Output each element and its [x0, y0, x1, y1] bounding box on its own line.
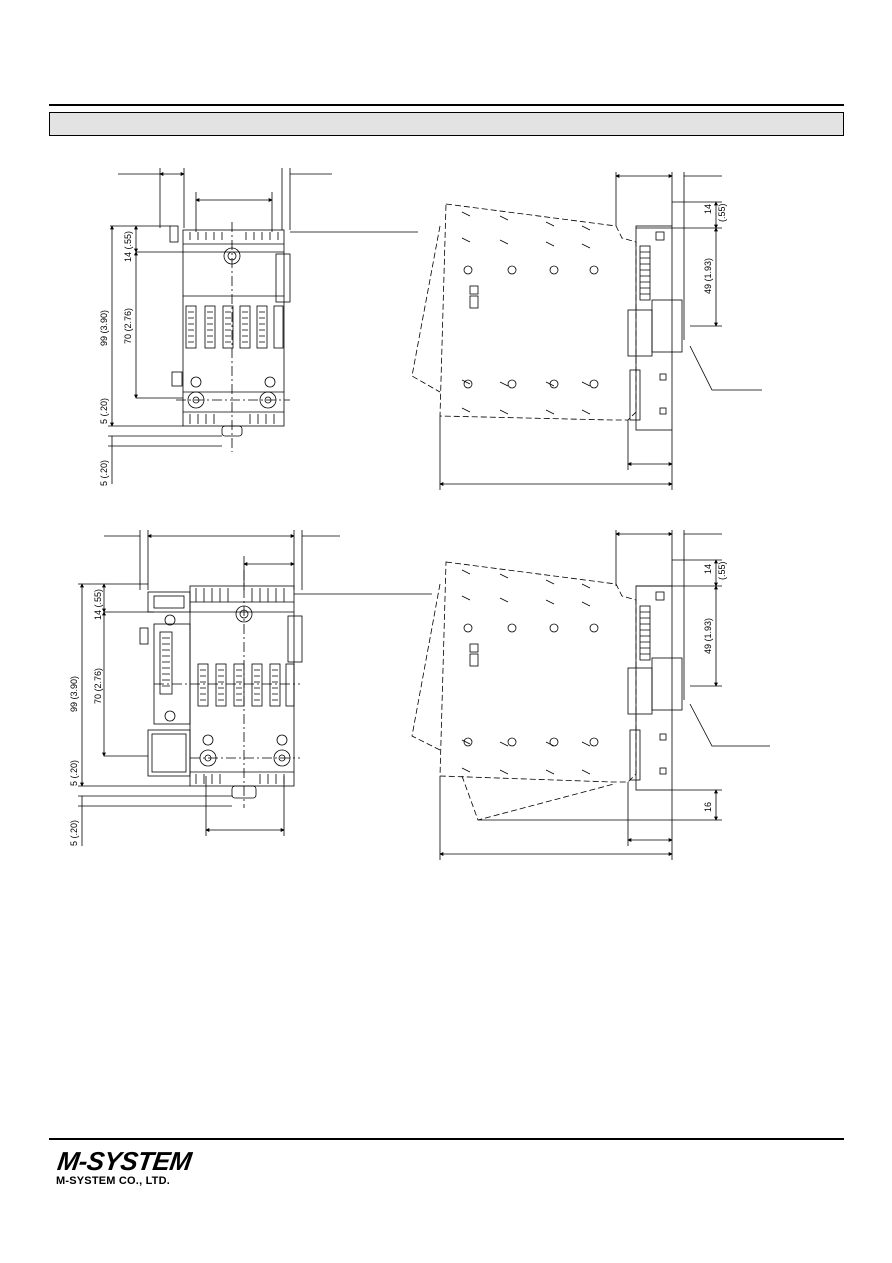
dim-5a-label: 5 (.20): [99, 398, 109, 424]
company-name: M-SYSTEM CO., LTD.: [56, 1175, 171, 1187]
dim-99-label: 99 (3.90): [99, 310, 109, 346]
dim-5b-label: 5 (.20): [99, 460, 109, 486]
dim-49-label-2: 49 (1.93): [703, 618, 713, 654]
side-view-1: [411, 172, 762, 490]
dim-99-label-2: 99 (3.90): [69, 676, 79, 712]
front-view-1-labels: 14 (.55) 70 (2.76) 99 (3.90) 5 (.20) 5 (…: [99, 231, 133, 486]
dim-70-label: 70 (2.76): [123, 308, 133, 344]
dim-14-short-label: 14: [703, 204, 713, 214]
front-view-1: [108, 168, 418, 484]
dim-55-label-2: (.55): [717, 561, 727, 580]
dim-5b-label-2: 5 (.20): [69, 820, 79, 846]
dim-14-label: 14 (.55): [123, 231, 133, 262]
dim-55-label: (.55): [717, 203, 727, 222]
dim-14-label-2: 14 (.55): [93, 589, 103, 620]
dim-14-short-label-2: 14: [703, 564, 713, 574]
front-view-2: [78, 530, 432, 846]
footer-rule: [49, 1138, 844, 1140]
dim-70-label-2: 70 (2.76): [93, 668, 103, 704]
dim-16-label: 16: [703, 802, 713, 812]
section-title-bar: [49, 112, 844, 136]
side-view-1-labels: 14 (.55) 49 (1.93): [703, 203, 727, 294]
side-view-2-labels: 14 (.55) 49 (1.93) 16: [703, 561, 727, 812]
side-view-2: [411, 530, 770, 860]
front-view-2-labels: 14 (.55) 70 (2.76) 99 (3.90) 5 (.20) 5 (…: [69, 589, 103, 846]
header-rule: [49, 104, 844, 106]
dim-5a-label-2: 5 (.20): [69, 760, 79, 786]
company-logo: M-SYSTEM M-SYSTEM CO., LTD.: [56, 1146, 193, 1187]
logo-wordmark: M-SYSTEM: [55, 1146, 194, 1176]
dim-49-label: 49 (1.93): [703, 258, 713, 294]
